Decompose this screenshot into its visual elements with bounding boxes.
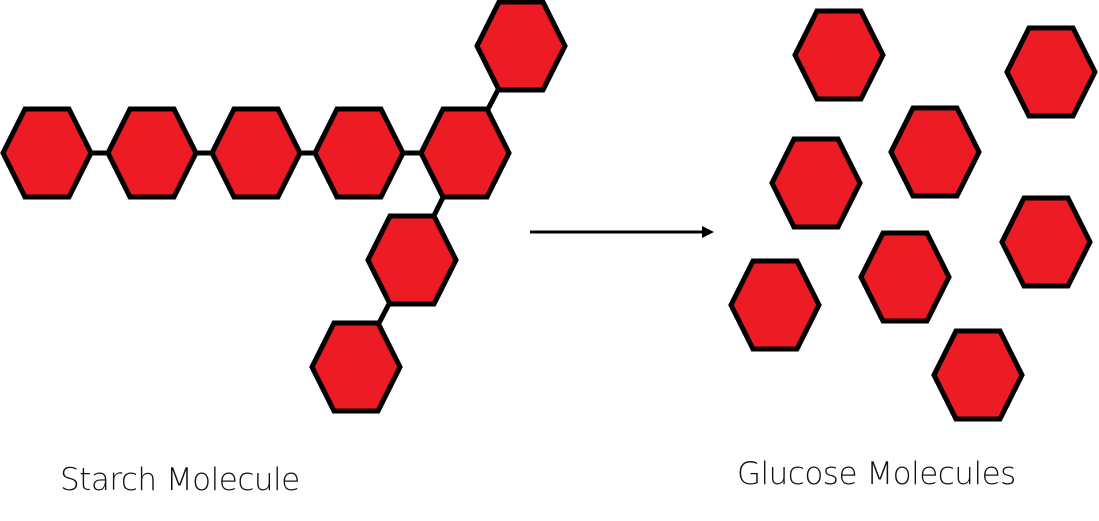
starch-label: Starch Molecule (60, 462, 300, 498)
glucose-label: Glucose Molecules (737, 456, 1016, 492)
starch-glucose-unit (309, 320, 403, 414)
glucose-molecule (792, 8, 886, 102)
glucose-molecule (999, 195, 1093, 289)
reaction-arrow (530, 226, 714, 238)
glucose-molecule (728, 258, 822, 352)
starch-glucose-unit (418, 106, 512, 200)
starch-glucose-unit (209, 106, 303, 200)
glucose-molecule (769, 136, 863, 230)
starch-glucose-unit (0, 106, 94, 200)
glucose-molecule (1004, 25, 1098, 119)
starch-glucose-unit (474, 0, 568, 93)
glucose-molecule (888, 105, 982, 199)
glucose-molecule (931, 328, 1025, 422)
starch-glucose-unit (105, 106, 199, 200)
starch-glucose-unit (312, 106, 406, 200)
glucose-molecule (858, 230, 952, 324)
starch-glucose-unit (365, 213, 459, 307)
glucose-molecules (728, 8, 1098, 422)
starch-bonds (47, 44, 524, 369)
starch-molecule (0, 0, 568, 414)
